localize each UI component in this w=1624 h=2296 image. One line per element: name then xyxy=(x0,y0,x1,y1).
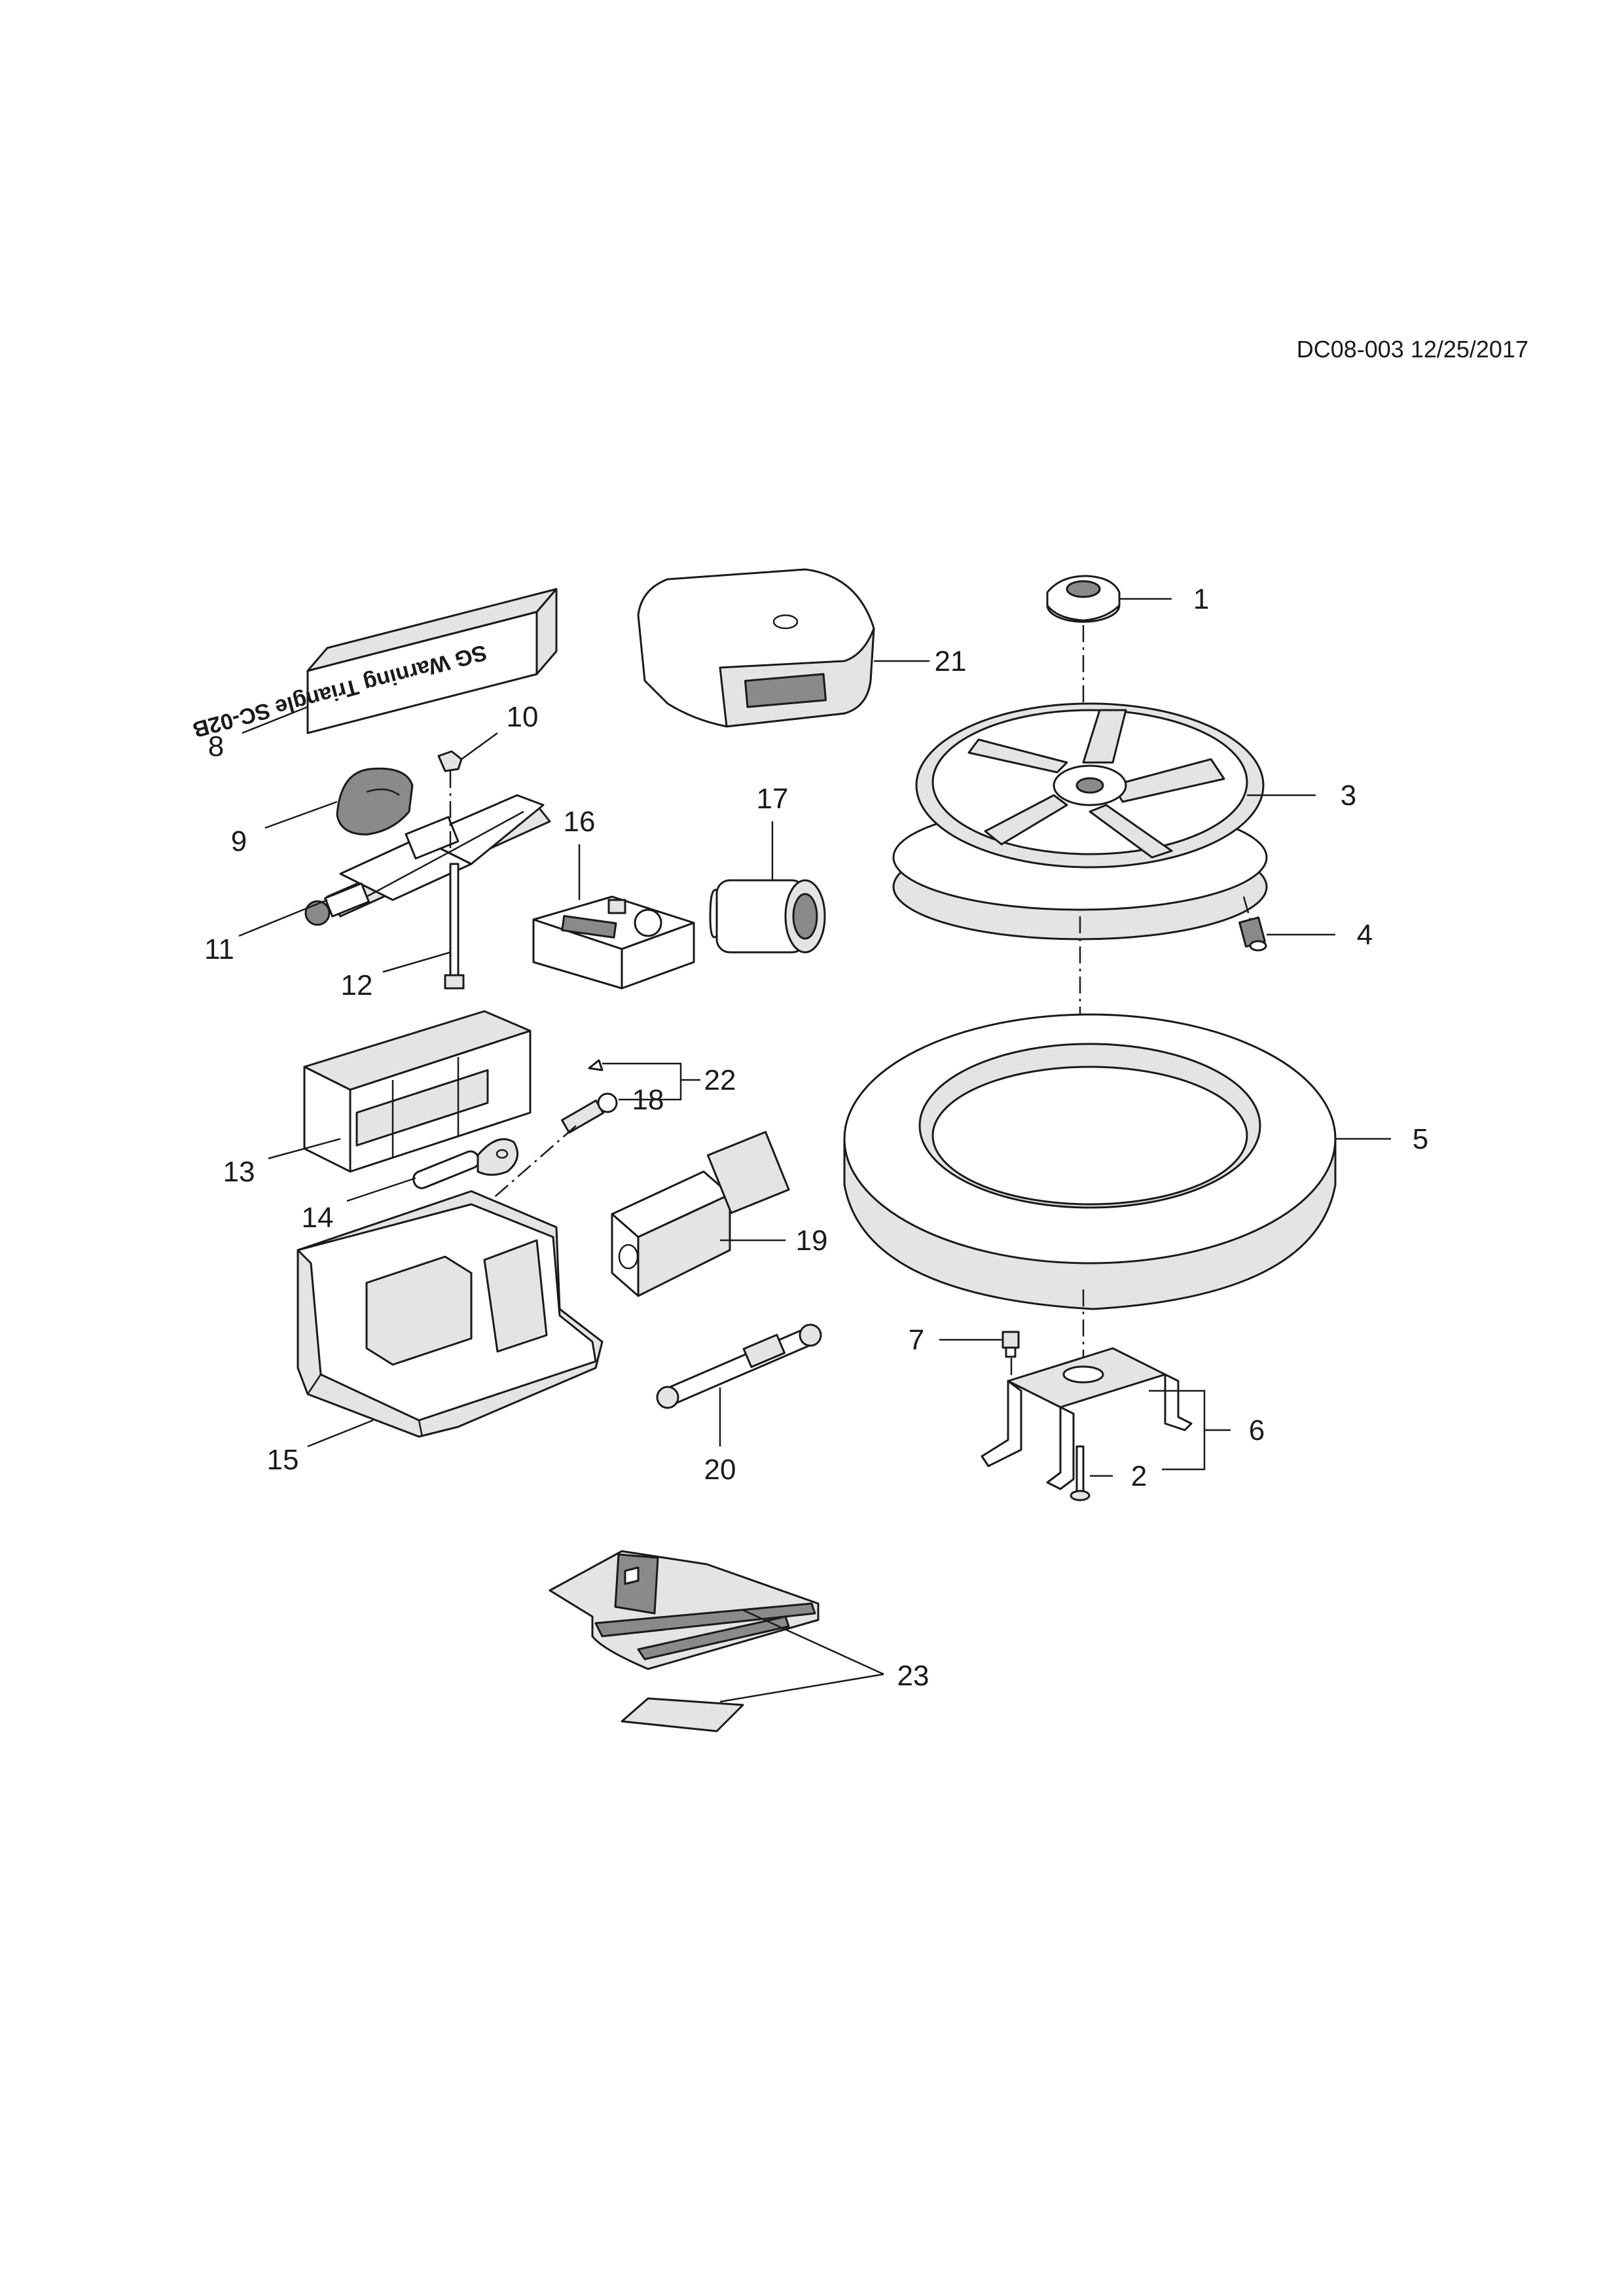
callout-23: 23 xyxy=(897,1660,929,1692)
part-9-jack-bracket xyxy=(336,767,414,836)
callout-7: 7 xyxy=(909,1324,924,1356)
callout-19: 19 xyxy=(796,1225,828,1257)
callout-17: 17 xyxy=(757,783,789,815)
part-7-bolt xyxy=(1001,1331,1020,1358)
callout-2: 2 xyxy=(1131,1460,1147,1492)
part-1-wheel-center-cap xyxy=(1046,575,1121,623)
callout-20: 20 xyxy=(704,1454,736,1486)
callout-11: 11 xyxy=(204,933,234,965)
callout-10: 10 xyxy=(507,701,539,733)
part-15-tool-box-foam xyxy=(297,1190,604,1438)
part-12-jack-rod xyxy=(444,863,465,990)
callout-22: 22 xyxy=(704,1064,736,1096)
part-14-tow-eye xyxy=(412,1138,519,1189)
callout-5: 5 xyxy=(1413,1123,1428,1155)
part-5-spare-tire xyxy=(843,1013,1337,1310)
callout-14: 14 xyxy=(302,1202,334,1234)
part-18-bolt xyxy=(561,1092,618,1134)
part-8-warning-triangle-box: SG Warning Triangle SC-02B xyxy=(190,588,558,742)
callout-6: 6 xyxy=(1249,1414,1265,1446)
part-3-alloy-wheel xyxy=(892,702,1268,941)
callout-21: 21 xyxy=(935,645,967,677)
part-20-lug-wrench xyxy=(656,1323,822,1409)
part-21-storage-case xyxy=(637,568,875,728)
part-23-instruction-card xyxy=(621,1697,744,1732)
part-19-wheel-wrench-adapter xyxy=(611,1131,790,1297)
part-10-clip xyxy=(437,750,463,772)
callout-3: 3 xyxy=(1341,780,1356,812)
callout-15: 15 xyxy=(267,1444,299,1476)
document-reference: DC08-003 12/25/2017 xyxy=(1297,336,1528,363)
part-23-safety-vest xyxy=(549,1550,820,1670)
part-13-tool-tray xyxy=(303,1010,532,1173)
callout-8: 8 xyxy=(208,730,224,762)
part-16-tire-inflator xyxy=(532,895,695,990)
callout-12: 12 xyxy=(341,969,373,1001)
callout-1: 1 xyxy=(1193,583,1209,615)
callout-9: 9 xyxy=(231,825,247,857)
part-22-clip xyxy=(588,1059,604,1071)
callout-4: 4 xyxy=(1357,919,1373,951)
part-2-bolt xyxy=(1070,1445,1091,1501)
callout-13: 13 xyxy=(223,1156,255,1188)
part-11-scissor-jack xyxy=(304,794,551,926)
callout-16: 16 xyxy=(564,806,596,838)
part-6-spare-wheel-bracket xyxy=(981,1347,1193,1490)
part-4-valve-stem xyxy=(1238,916,1267,952)
part-17-compressor-motor xyxy=(709,879,826,954)
callout-18: 18 xyxy=(632,1084,664,1116)
